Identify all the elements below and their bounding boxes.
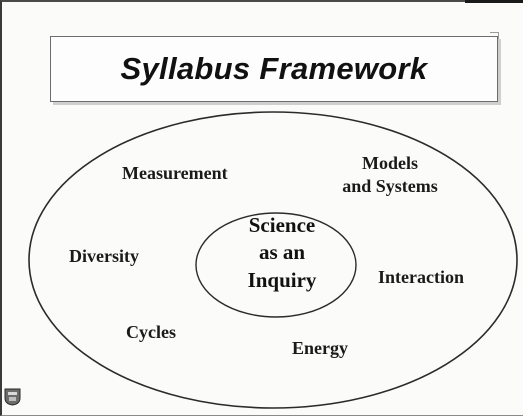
theme-measurement: Measurement [122, 163, 228, 183]
center-line-2: as an [258, 240, 306, 265]
inner-ellipse [195, 212, 357, 318]
slide-top-edge-line [465, 0, 523, 3]
theme-interaction: Interaction [378, 267, 464, 287]
theme-energy: Energy [292, 338, 348, 358]
center-line-3: Inquiry [247, 267, 317, 292]
theme-models-line-2: and Systems [342, 175, 438, 196]
theme-models-line-1: Models [362, 153, 418, 173]
theme-models-and-systems: Models and Systems [328, 152, 452, 197]
corner-tick-mark [490, 32, 499, 41]
center-concept: Science as an Inquiry [224, 212, 340, 294]
theme-cycles: Cycles [126, 322, 176, 342]
school-crest-icon [4, 388, 21, 406]
slide-title: Syllabus Framework [120, 51, 428, 86]
title-box: Syllabus Framework [50, 36, 498, 102]
center-line-1: Science [248, 213, 316, 237]
outer-ellipse [28, 111, 518, 409]
theme-diversity: Diversity [69, 246, 139, 266]
